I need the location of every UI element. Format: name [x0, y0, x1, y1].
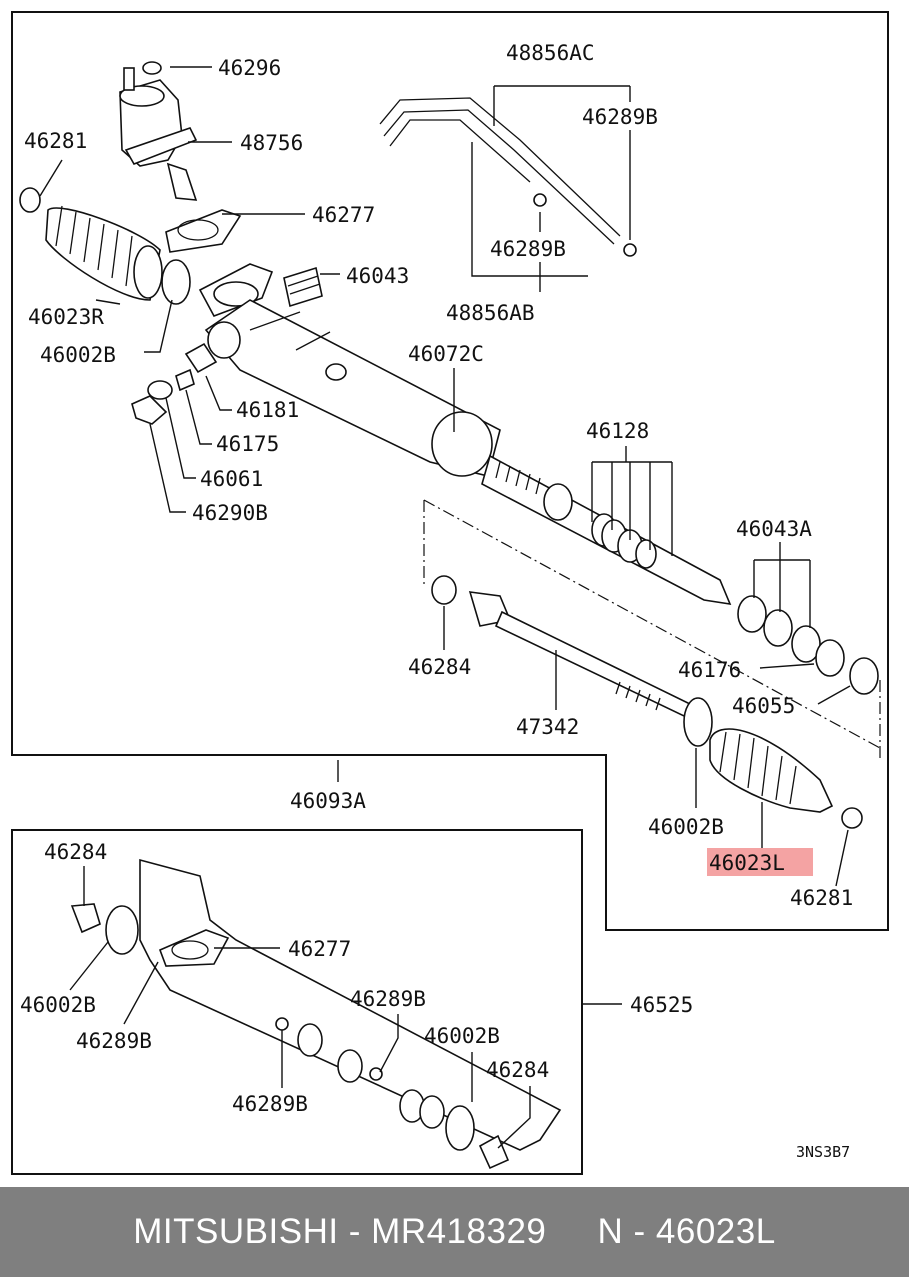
drawing-code: 3NS3B7: [796, 1143, 850, 1161]
label-46290B: 46290B: [192, 501, 268, 525]
label-46128: 46128: [586, 419, 649, 443]
label-46002B-top: 46002B: [40, 343, 116, 367]
label-46284-inset-left: 46284: [44, 840, 107, 864]
label-46023L: 46023L: [709, 851, 785, 875]
label-48856AB: 48856AB: [446, 301, 535, 325]
label-47342: 47342: [516, 715, 579, 739]
steering-gear-drawing: [19, 61, 881, 829]
label-46277-top: 46277: [312, 203, 375, 227]
label-46002B-inset-right: 46002B: [424, 1024, 500, 1048]
label-46289B-mid: 46289B: [490, 237, 566, 261]
label-46002B-mid: 46002B: [648, 815, 724, 839]
label-46043: 46043: [346, 264, 409, 288]
label-48756: 48756: [240, 131, 303, 155]
label-46284-top: 46284: [408, 655, 471, 679]
label-46277-inset: 46277: [288, 937, 351, 961]
label-46072C: 46072C: [408, 342, 484, 366]
label-46289B-right: 46289B: [582, 105, 658, 129]
label-46093A: 46093A: [290, 789, 366, 813]
label-46061: 46061: [200, 467, 263, 491]
assembly-46525-outline: [11, 829, 583, 1175]
inset-46525-drawing: [70, 858, 562, 1170]
label-46289B-inset-left: 46289B: [76, 1029, 152, 1053]
label-46525: 46525: [630, 993, 693, 1017]
label-46043A: 46043A: [736, 517, 812, 541]
label-46289B-inset-top: 46289B: [350, 987, 426, 1011]
label-46176: 46176: [678, 658, 741, 682]
label-46284-inset-right: 46284: [486, 1058, 549, 1082]
footer-caption: MITSUBISHI - MR418329 N - 46023L: [133, 1212, 776, 1251]
label-46023R: 46023R: [28, 305, 104, 329]
label-46002B-inset-left: 46002B: [20, 993, 96, 1017]
leader-lines: [39, 66, 851, 1149]
assembly-46093A-outline: [11, 11, 889, 931]
label-46281-bottom: 46281: [790, 886, 853, 910]
label-46181: 46181: [236, 398, 299, 422]
highlight-46023L: [707, 848, 813, 876]
parts-diagram: 46296 48756 46281 46277 46043 46023R 460…: [11, 11, 889, 1175]
label-46296: 46296: [218, 56, 281, 80]
label-46055: 46055: [732, 694, 795, 718]
label-46289B-inset-bottom: 46289B: [232, 1092, 308, 1116]
label-46175: 46175: [216, 432, 279, 456]
label-48856AC: 48856AC: [506, 41, 595, 65]
footer-caption-bar: MITSUBISHI - MR418329 N - 46023L: [0, 1187, 909, 1277]
label-46281-top: 46281: [24, 129, 87, 153]
